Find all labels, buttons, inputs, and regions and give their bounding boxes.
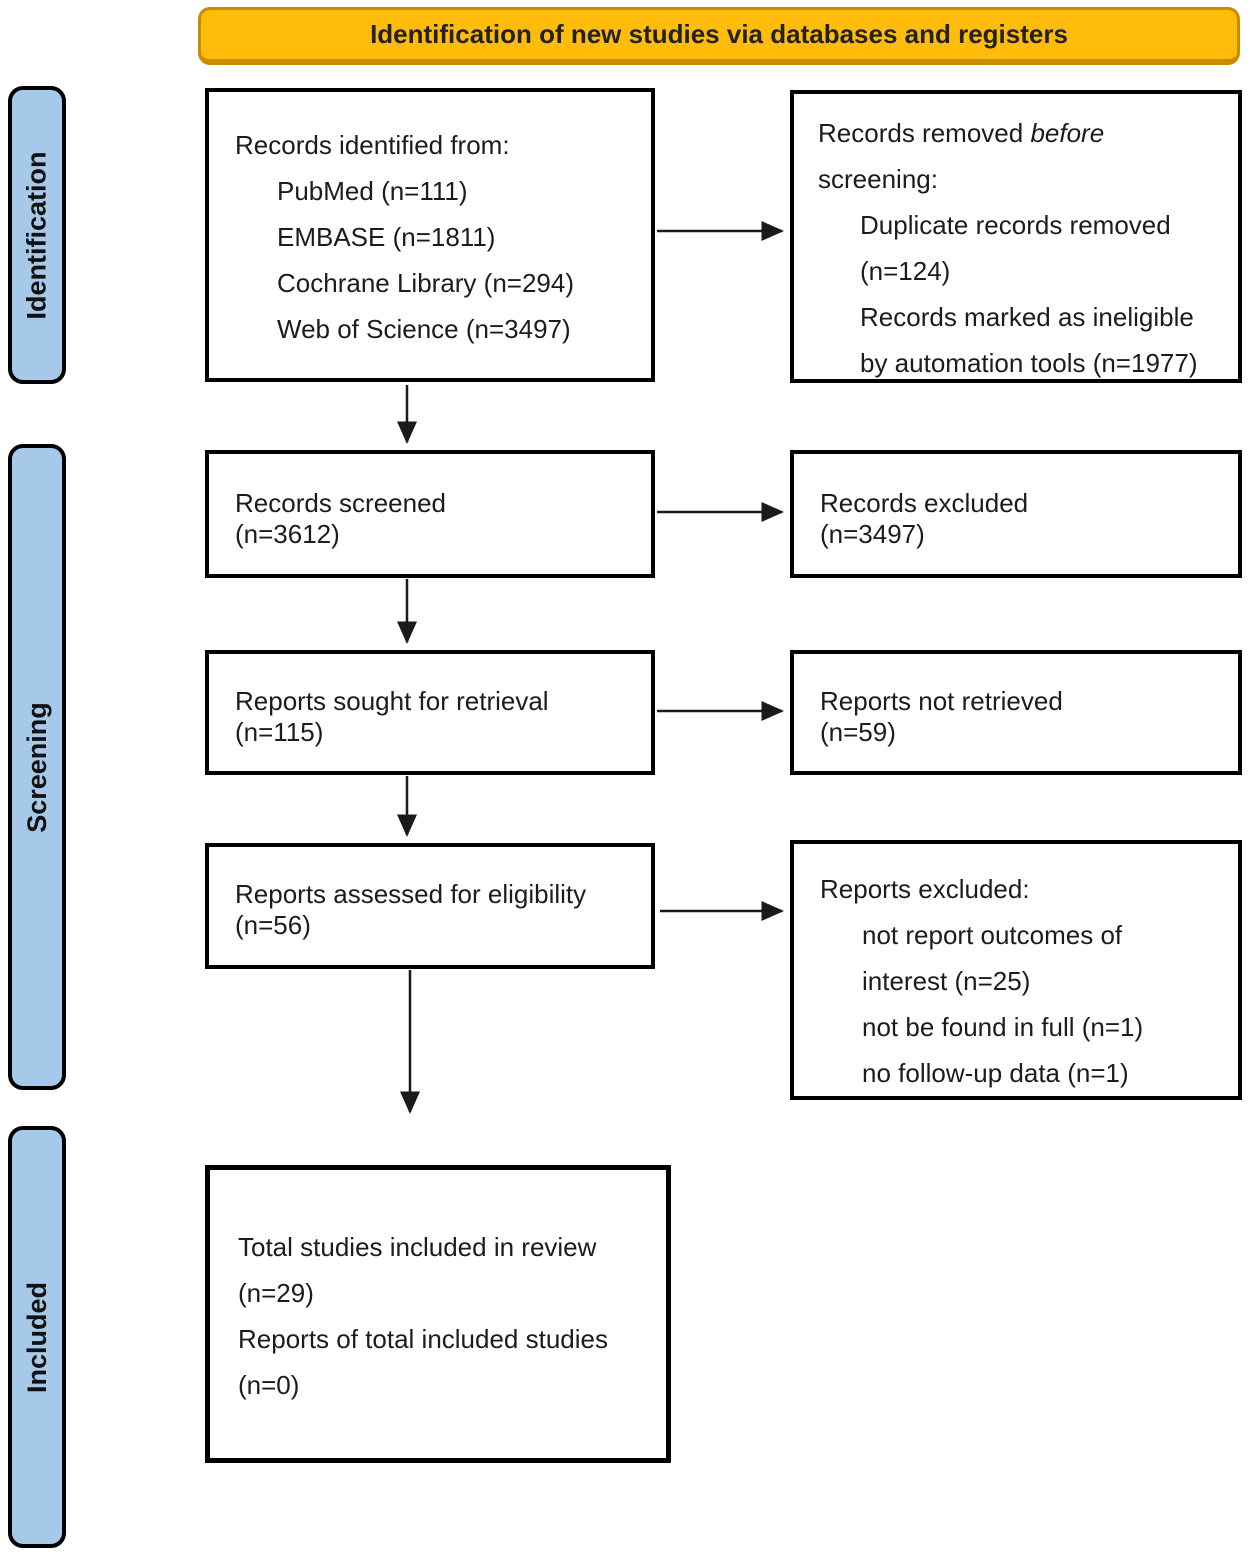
box-line: (n=59) (820, 717, 896, 747)
box-line: Records screened (235, 488, 446, 518)
box-line: Records identified from: (235, 130, 510, 160)
box-line: Records excluded (820, 488, 1029, 518)
banner-identification-via-databases: Identification of new studies via databa… (198, 7, 1240, 65)
banner-title: Identification of new studies via databa… (370, 19, 1068, 49)
box-reports-assessed: Reports assessed for eligibility (n=56) (205, 843, 655, 969)
box-line: (n=3612) (235, 519, 340, 549)
box-line: Records marked as ineligible (860, 302, 1194, 332)
stage-label-included: Included (21, 1281, 52, 1393)
box-line: Reports assessed for eligibility (235, 879, 587, 909)
box-line: not report outcomes of (862, 920, 1123, 950)
box-reports-excluded: Reports excluded: not report outcomes of… (790, 840, 1242, 1100)
box-records-excluded: Records excluded (n=3497) (790, 450, 1242, 578)
box-reports-not-retrieved: Reports not retrieved (n=59) (790, 650, 1242, 775)
box-reports-sought: Reports sought for retrieval (n=115) (205, 650, 655, 775)
box-records-identified: Records identified from: PubMed (n=111) … (205, 88, 655, 382)
box-line: (n=124) (860, 256, 951, 286)
box-line: PubMed (n=111) (277, 176, 468, 206)
box-line: interest (n=25) (862, 966, 1031, 996)
box-line: (n=3497) (820, 519, 925, 549)
box-line: (n=0) (238, 1370, 300, 1400)
box-total-included: Total studies included in review (n=29) … (205, 1165, 671, 1463)
stage-bar-included: Included (8, 1126, 66, 1548)
box-records-screened: Records screened (n=3612) (205, 450, 655, 578)
box-line: Cochrane Library (n=294) (277, 268, 574, 298)
box-line: by automation tools (n=1977) (860, 348, 1198, 378)
box-line: Web of Science (n=3497) (277, 314, 571, 344)
box-line: (n=56) (235, 910, 311, 940)
stage-bar-screening: Screening (8, 444, 66, 1090)
box-line: not be found in full (n=1) (862, 1012, 1144, 1042)
box-line: Reports sought for retrieval (235, 686, 549, 716)
stage-label-identification: Identification (21, 151, 52, 319)
box-line: (n=29) (238, 1278, 314, 1308)
box-line: (n=115) (235, 717, 324, 747)
stage-label-screening: Screening (21, 701, 52, 833)
box-line: Records removed before (818, 118, 1105, 148)
box-line: Total studies included in review (238, 1232, 597, 1262)
box-line: Reports not retrieved (820, 686, 1063, 716)
box-records-removed-before-screening: Records removed before screening: Duplic… (790, 90, 1242, 383)
box-line: Reports excluded: (820, 874, 1030, 904)
stage-bar-identification: Identification (8, 86, 66, 384)
box-line: EMBASE (n=1811) (277, 222, 496, 252)
box-line: screening: (818, 164, 938, 194)
box-line: Reports of total included studies (238, 1324, 608, 1354)
box-line: Duplicate records removed (860, 210, 1171, 240)
box-line: no follow-up data (n=1) (862, 1058, 1129, 1088)
